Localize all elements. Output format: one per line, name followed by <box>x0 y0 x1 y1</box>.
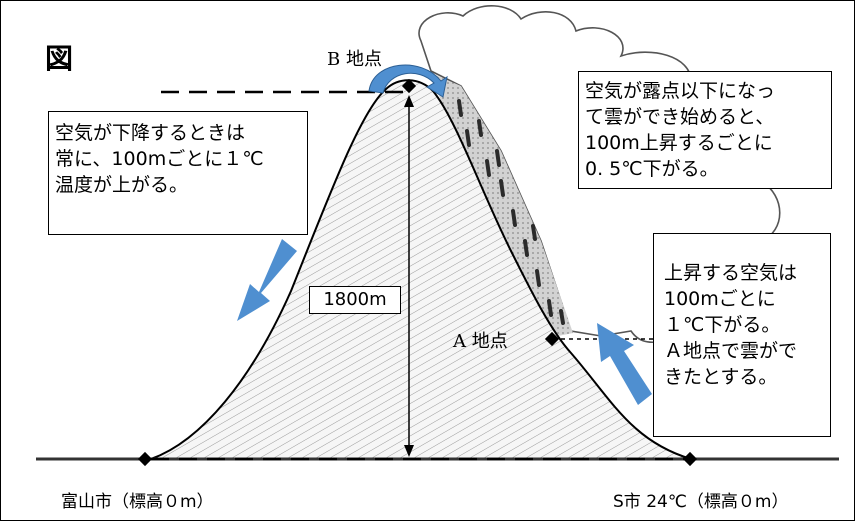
left-city-marker <box>137 451 153 467</box>
a-point-marker <box>544 331 560 347</box>
right-city-marker <box>682 451 698 467</box>
peak-point-marker <box>401 78 417 94</box>
height-label: 1800m <box>309 286 401 314</box>
ascent-note: 上昇する空気は 100mごとに １℃下がる。 Ａ地点で雲がで きたとする。 <box>653 233 831 437</box>
point-b-label: B 地点 <box>327 49 382 70</box>
point-a-label: A 地点 <box>453 331 508 352</box>
height-arrow <box>404 95 414 457</box>
ascending-air-arrow <box>597 323 652 405</box>
right-city-label: S市 24℃（標高０m） <box>613 492 789 512</box>
figure-label: 図 <box>45 42 74 75</box>
cloud-rain-streaks <box>457 99 565 325</box>
descending-air-arrow <box>237 239 297 321</box>
left-city-label: 富山市（標高０m） <box>61 492 214 512</box>
cloud-note: 空気が露点以下になっ て雲ができ始めると、 100m上昇するごとに 0. 5℃下… <box>578 71 832 189</box>
summit-flow-arrow <box>368 64 448 98</box>
descent-note: 空気が下降するときは 常に、100mごとに１℃ 温度が上がる。 <box>48 111 308 235</box>
